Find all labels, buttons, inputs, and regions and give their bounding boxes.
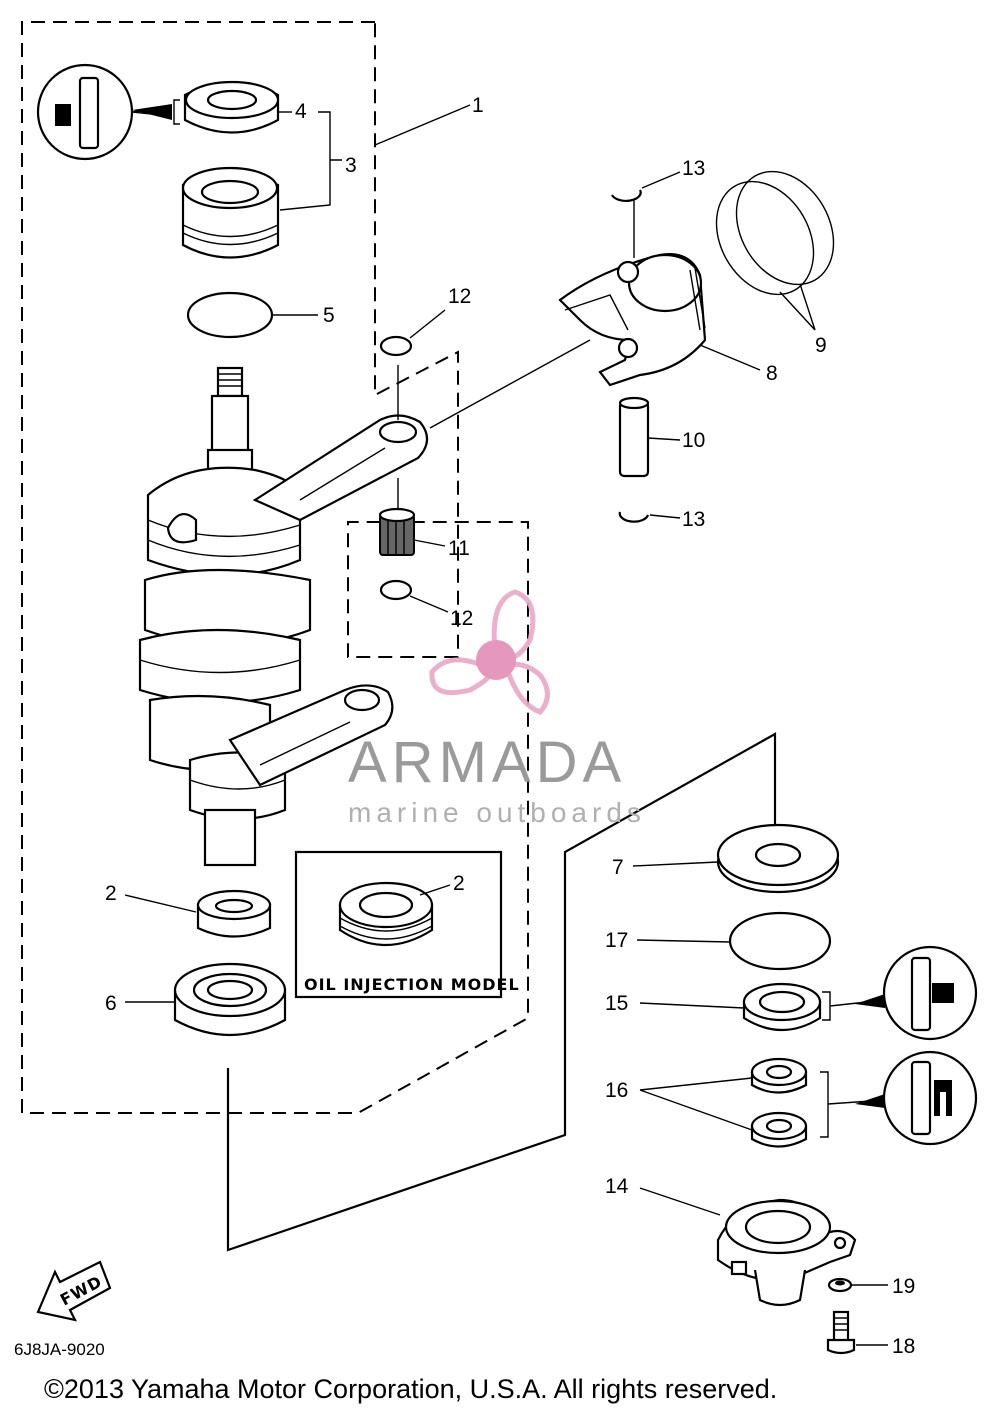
callout-5: 5 xyxy=(323,304,335,327)
copyright-notice: ©2013 Yamaha Motor Corporation, U.S.A. A… xyxy=(44,1374,777,1404)
callout-18: 18 xyxy=(892,1335,915,1358)
callout-7: 7 xyxy=(612,856,624,879)
part-5-o-ring xyxy=(186,291,274,339)
callout-2: 2 xyxy=(105,882,117,905)
leader-conrod-piston xyxy=(429,339,591,429)
callout-10: 10 xyxy=(682,429,705,452)
callout-15: 15 xyxy=(605,992,628,1015)
callout-3: 3 xyxy=(345,154,357,177)
grease-seal-icon-top xyxy=(36,63,180,161)
part-8-piston xyxy=(558,253,707,387)
callout-1: 1 xyxy=(472,94,484,117)
callout-12-top: 12 xyxy=(448,285,471,308)
crankshaft xyxy=(138,366,312,867)
callout-16: 16 xyxy=(605,1079,628,1102)
leader-1 xyxy=(374,104,471,146)
diagram-code: 6J8JA-9020 xyxy=(14,1340,105,1359)
part-18-bolt xyxy=(826,1310,856,1355)
part-11-needle-bearing xyxy=(378,507,416,556)
callout-14: 14 xyxy=(605,1175,629,1198)
callout-2-oil-injection: 2 xyxy=(453,872,465,895)
part-3-bushing xyxy=(181,166,280,259)
oil-injection-model-label: OIL INJECTION MODEL xyxy=(304,975,520,994)
grease-seal-icon-right-upper xyxy=(882,945,978,1041)
armada-propeller-logo xyxy=(429,589,550,715)
callout-13-bottom: 13 xyxy=(682,508,705,531)
part-12-washer-top xyxy=(379,335,413,357)
callout-4: 4 xyxy=(295,100,307,123)
part-9-piston-rings xyxy=(715,170,835,296)
watermark-brand: ARMADA xyxy=(348,730,626,795)
part-13-clip-top xyxy=(611,189,642,202)
connecting-rod-upper xyxy=(252,414,429,522)
callout-6: 6 xyxy=(105,992,117,1015)
callout-8: 8 xyxy=(766,362,778,385)
callout-17: 17 xyxy=(605,929,628,952)
callout-13-top: 13 xyxy=(682,157,705,180)
fwd-direction-arrow xyxy=(36,1260,112,1322)
part-15-oil-seal xyxy=(742,982,822,1032)
assembly-leader-line xyxy=(226,732,777,1252)
crankshaft-assy-dashed-boundary xyxy=(21,21,529,1114)
part-2-bushing xyxy=(196,889,272,938)
oil-injection-inset-box xyxy=(294,850,503,999)
callout-11: 11 xyxy=(448,537,470,560)
watermark-tagline: marine outboards xyxy=(348,797,646,828)
part-14-seal-housing xyxy=(716,1198,857,1307)
part-16-washer-a xyxy=(750,1057,808,1094)
part-7-thrust-washer xyxy=(716,823,840,894)
part-2-oil-injection-seal xyxy=(338,881,434,946)
part-17-o-ring xyxy=(728,911,832,971)
part-13-clip-bottom xyxy=(618,511,650,523)
part-10-piston-pin xyxy=(618,396,650,478)
grease-seal-icon-right-lower xyxy=(882,1050,978,1146)
connecting-rod-lower xyxy=(228,684,394,787)
callout-9: 9 xyxy=(815,334,827,357)
callout-12-bottom: 12 xyxy=(450,607,473,630)
callout-19: 19 xyxy=(892,1275,915,1298)
part-12-washer-bottom xyxy=(379,579,413,601)
part-6-bearing xyxy=(173,962,287,1036)
part-16-washer-b xyxy=(750,1111,808,1148)
part-4-bearing xyxy=(183,80,280,134)
part-19-washer xyxy=(827,1277,853,1293)
